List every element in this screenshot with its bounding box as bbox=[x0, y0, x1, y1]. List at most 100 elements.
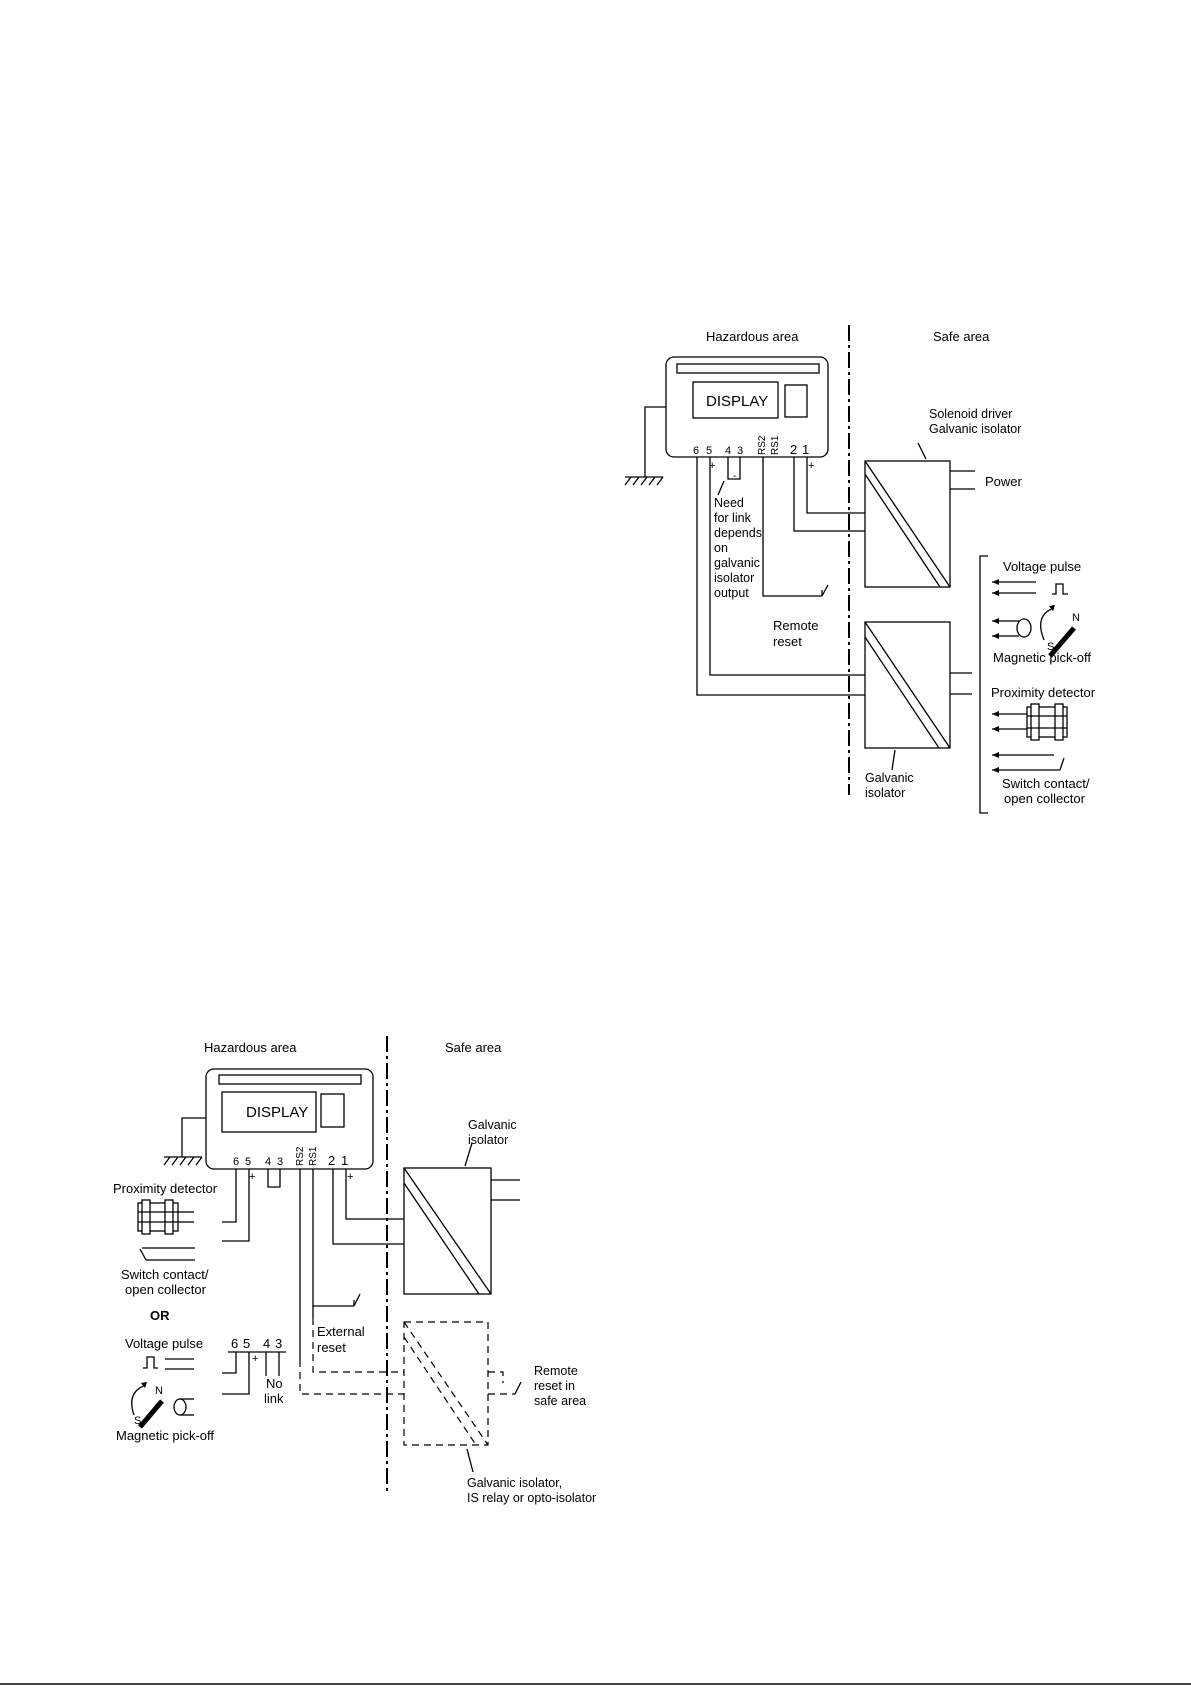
svg-text:Voltage pulse: Voltage pulse bbox=[125, 1336, 203, 1351]
proximity-sensor-icon bbox=[1026, 703, 1068, 741]
terminal-2: 2 bbox=[790, 442, 797, 457]
magnetic-pickoff-input: N S Magnetic pick-off bbox=[116, 1382, 214, 1443]
rotation-arrow-icon bbox=[1040, 607, 1055, 641]
input-bracket bbox=[979, 555, 988, 814]
diagram-a: Hazardous area Safe area DISPLAY 6 5 4 3… bbox=[624, 325, 1096, 814]
dashed-isolator bbox=[403, 1321, 522, 1473]
display-label: DISPLAY bbox=[706, 393, 768, 410]
no-link-label: No bbox=[266, 1376, 283, 1391]
magnetic-pickoff-input: N S Magnetic pick-off bbox=[992, 605, 1091, 665]
need-link-note: Need for link depends on galvanic isolat… bbox=[714, 480, 762, 600]
remote-reset-label: reset in bbox=[534, 1379, 575, 1393]
magnet-icon bbox=[138, 1399, 164, 1429]
svg-text:N: N bbox=[155, 1385, 163, 1397]
svg-text:Galvanic: Galvanic bbox=[865, 771, 914, 785]
proximity-detector-input: Proximity detector bbox=[113, 1181, 218, 1235]
terminal-link bbox=[727, 457, 741, 480]
terminal-rs1: RS1 bbox=[770, 435, 781, 455]
svg-text:5: 5 bbox=[243, 1336, 250, 1351]
plus-sign: + bbox=[347, 1171, 353, 1183]
coil-icon bbox=[1016, 618, 1032, 638]
wiring bbox=[696, 457, 865, 696]
or-label: OR bbox=[150, 1308, 170, 1323]
voltage-pulse-input: Voltage pulse bbox=[125, 1336, 203, 1370]
svg-text:reset: reset bbox=[773, 634, 802, 649]
solenoid-driver-isolator: Solenoid driver Galvanic isolator Power bbox=[864, 407, 1023, 588]
rotation-arrow-icon bbox=[131, 1384, 147, 1416]
terminal-5: 5 bbox=[706, 445, 712, 457]
safe-area-heading: Safe area bbox=[445, 1040, 502, 1055]
lower-terminal-block: 6 5 4 3 + No link bbox=[222, 1336, 286, 1406]
terminal-5: 5 bbox=[245, 1156, 251, 1168]
magnet-icon bbox=[1048, 626, 1076, 658]
svg-text:Magnetic pick-off: Magnetic pick-off bbox=[116, 1428, 214, 1443]
svg-text:S: S bbox=[1047, 641, 1054, 653]
svg-text:External: External bbox=[317, 1324, 365, 1339]
isolator-options-label: Galvanic isolator, bbox=[467, 1476, 562, 1490]
svg-text:Galvanic: Galvanic bbox=[468, 1118, 517, 1132]
svg-text:on: on bbox=[714, 541, 728, 555]
svg-text:open collector: open collector bbox=[1004, 791, 1086, 806]
pulse-icon bbox=[1052, 583, 1068, 595]
voltage-pulse-input: Voltage pulse bbox=[992, 559, 1081, 596]
coil-icon bbox=[173, 1398, 187, 1416]
svg-text:Switch contact/: Switch contact/ bbox=[121, 1267, 209, 1282]
terminal-1: 1 bbox=[802, 442, 809, 457]
safe-area-heading: Safe area bbox=[933, 329, 990, 344]
remote-reset-label: Remote bbox=[534, 1364, 578, 1378]
terminal-4: 4 bbox=[725, 445, 731, 457]
svg-text:4: 4 bbox=[263, 1336, 270, 1351]
remote-reset-label: safe area bbox=[534, 1394, 586, 1408]
terminal-3: 3 bbox=[277, 1156, 283, 1168]
galvanic-isolator: Galvanic isolator bbox=[403, 1118, 520, 1295]
wiring bbox=[222, 1169, 404, 1360]
terminal-3: 3 bbox=[737, 445, 743, 457]
pulse-icon bbox=[143, 1356, 158, 1369]
svg-text:Proximity detector: Proximity detector bbox=[113, 1181, 218, 1196]
svg-text:depends: depends bbox=[714, 526, 762, 540]
earth-symbol bbox=[624, 406, 666, 486]
terminal-link bbox=[267, 1169, 281, 1188]
display-unit: DISPLAY bbox=[205, 1068, 374, 1170]
terminal-rs2: RS2 bbox=[757, 435, 768, 455]
galvanic-isolator: Galvanic isolator bbox=[864, 621, 972, 800]
plus-sign: + bbox=[808, 460, 814, 472]
svg-text:6: 6 bbox=[231, 1336, 238, 1351]
terminal-2: 2 bbox=[328, 1153, 335, 1168]
terminal-rs2: RS2 bbox=[295, 1146, 306, 1166]
svg-text:Galvanic isolator: Galvanic isolator bbox=[929, 422, 1021, 436]
diagram-b: Hazardous area Safe area DISPLAY 6 5 4 3… bbox=[113, 1036, 596, 1505]
svg-text:Need: Need bbox=[714, 496, 744, 510]
svg-text:Magnetic pick-off: Magnetic pick-off bbox=[993, 650, 1091, 665]
svg-text:reset: reset bbox=[317, 1340, 346, 1355]
switch-icon bbox=[139, 1248, 147, 1261]
dashed-wiring bbox=[299, 1318, 404, 1395]
svg-text:output: output bbox=[714, 586, 749, 600]
proximity-detector-input: Proximity detector bbox=[991, 685, 1096, 741]
svg-text:for link: for link bbox=[714, 511, 752, 525]
remote-reset-switch: Remote reset bbox=[773, 584, 829, 649]
svg-text:isolator: isolator bbox=[865, 786, 905, 800]
external-reset-switch: External reset bbox=[317, 1293, 365, 1355]
terminal-4: 4 bbox=[265, 1156, 271, 1168]
proximity-sensor-icon bbox=[137, 1199, 179, 1235]
plus-sign: + bbox=[709, 460, 715, 472]
svg-text:Remote: Remote bbox=[773, 618, 819, 633]
isolator-options-label: IS relay or opto-isolator bbox=[467, 1491, 596, 1505]
svg-text:galvanic: galvanic bbox=[714, 556, 760, 570]
switch-icon bbox=[1059, 757, 1065, 771]
hazardous-area-heading: Hazardous area bbox=[706, 329, 799, 344]
svg-text:isolator: isolator bbox=[468, 1133, 508, 1147]
svg-text:+: + bbox=[252, 1353, 258, 1365]
terminal-6: 6 bbox=[233, 1156, 239, 1168]
switch-contact-input: Switch contact/ open collector bbox=[992, 752, 1090, 806]
hazardous-area-heading: Hazardous area bbox=[204, 1040, 297, 1055]
svg-text:Proximity detector: Proximity detector bbox=[991, 685, 1096, 700]
svg-text:N: N bbox=[1072, 612, 1080, 624]
svg-text:Voltage pulse: Voltage pulse bbox=[1003, 559, 1081, 574]
power-label: Power bbox=[985, 474, 1023, 489]
svg-text:open collector: open collector bbox=[125, 1282, 207, 1297]
switch-contact-input: Switch contact/ open collector bbox=[121, 1247, 209, 1297]
svg-text:3: 3 bbox=[275, 1336, 282, 1351]
